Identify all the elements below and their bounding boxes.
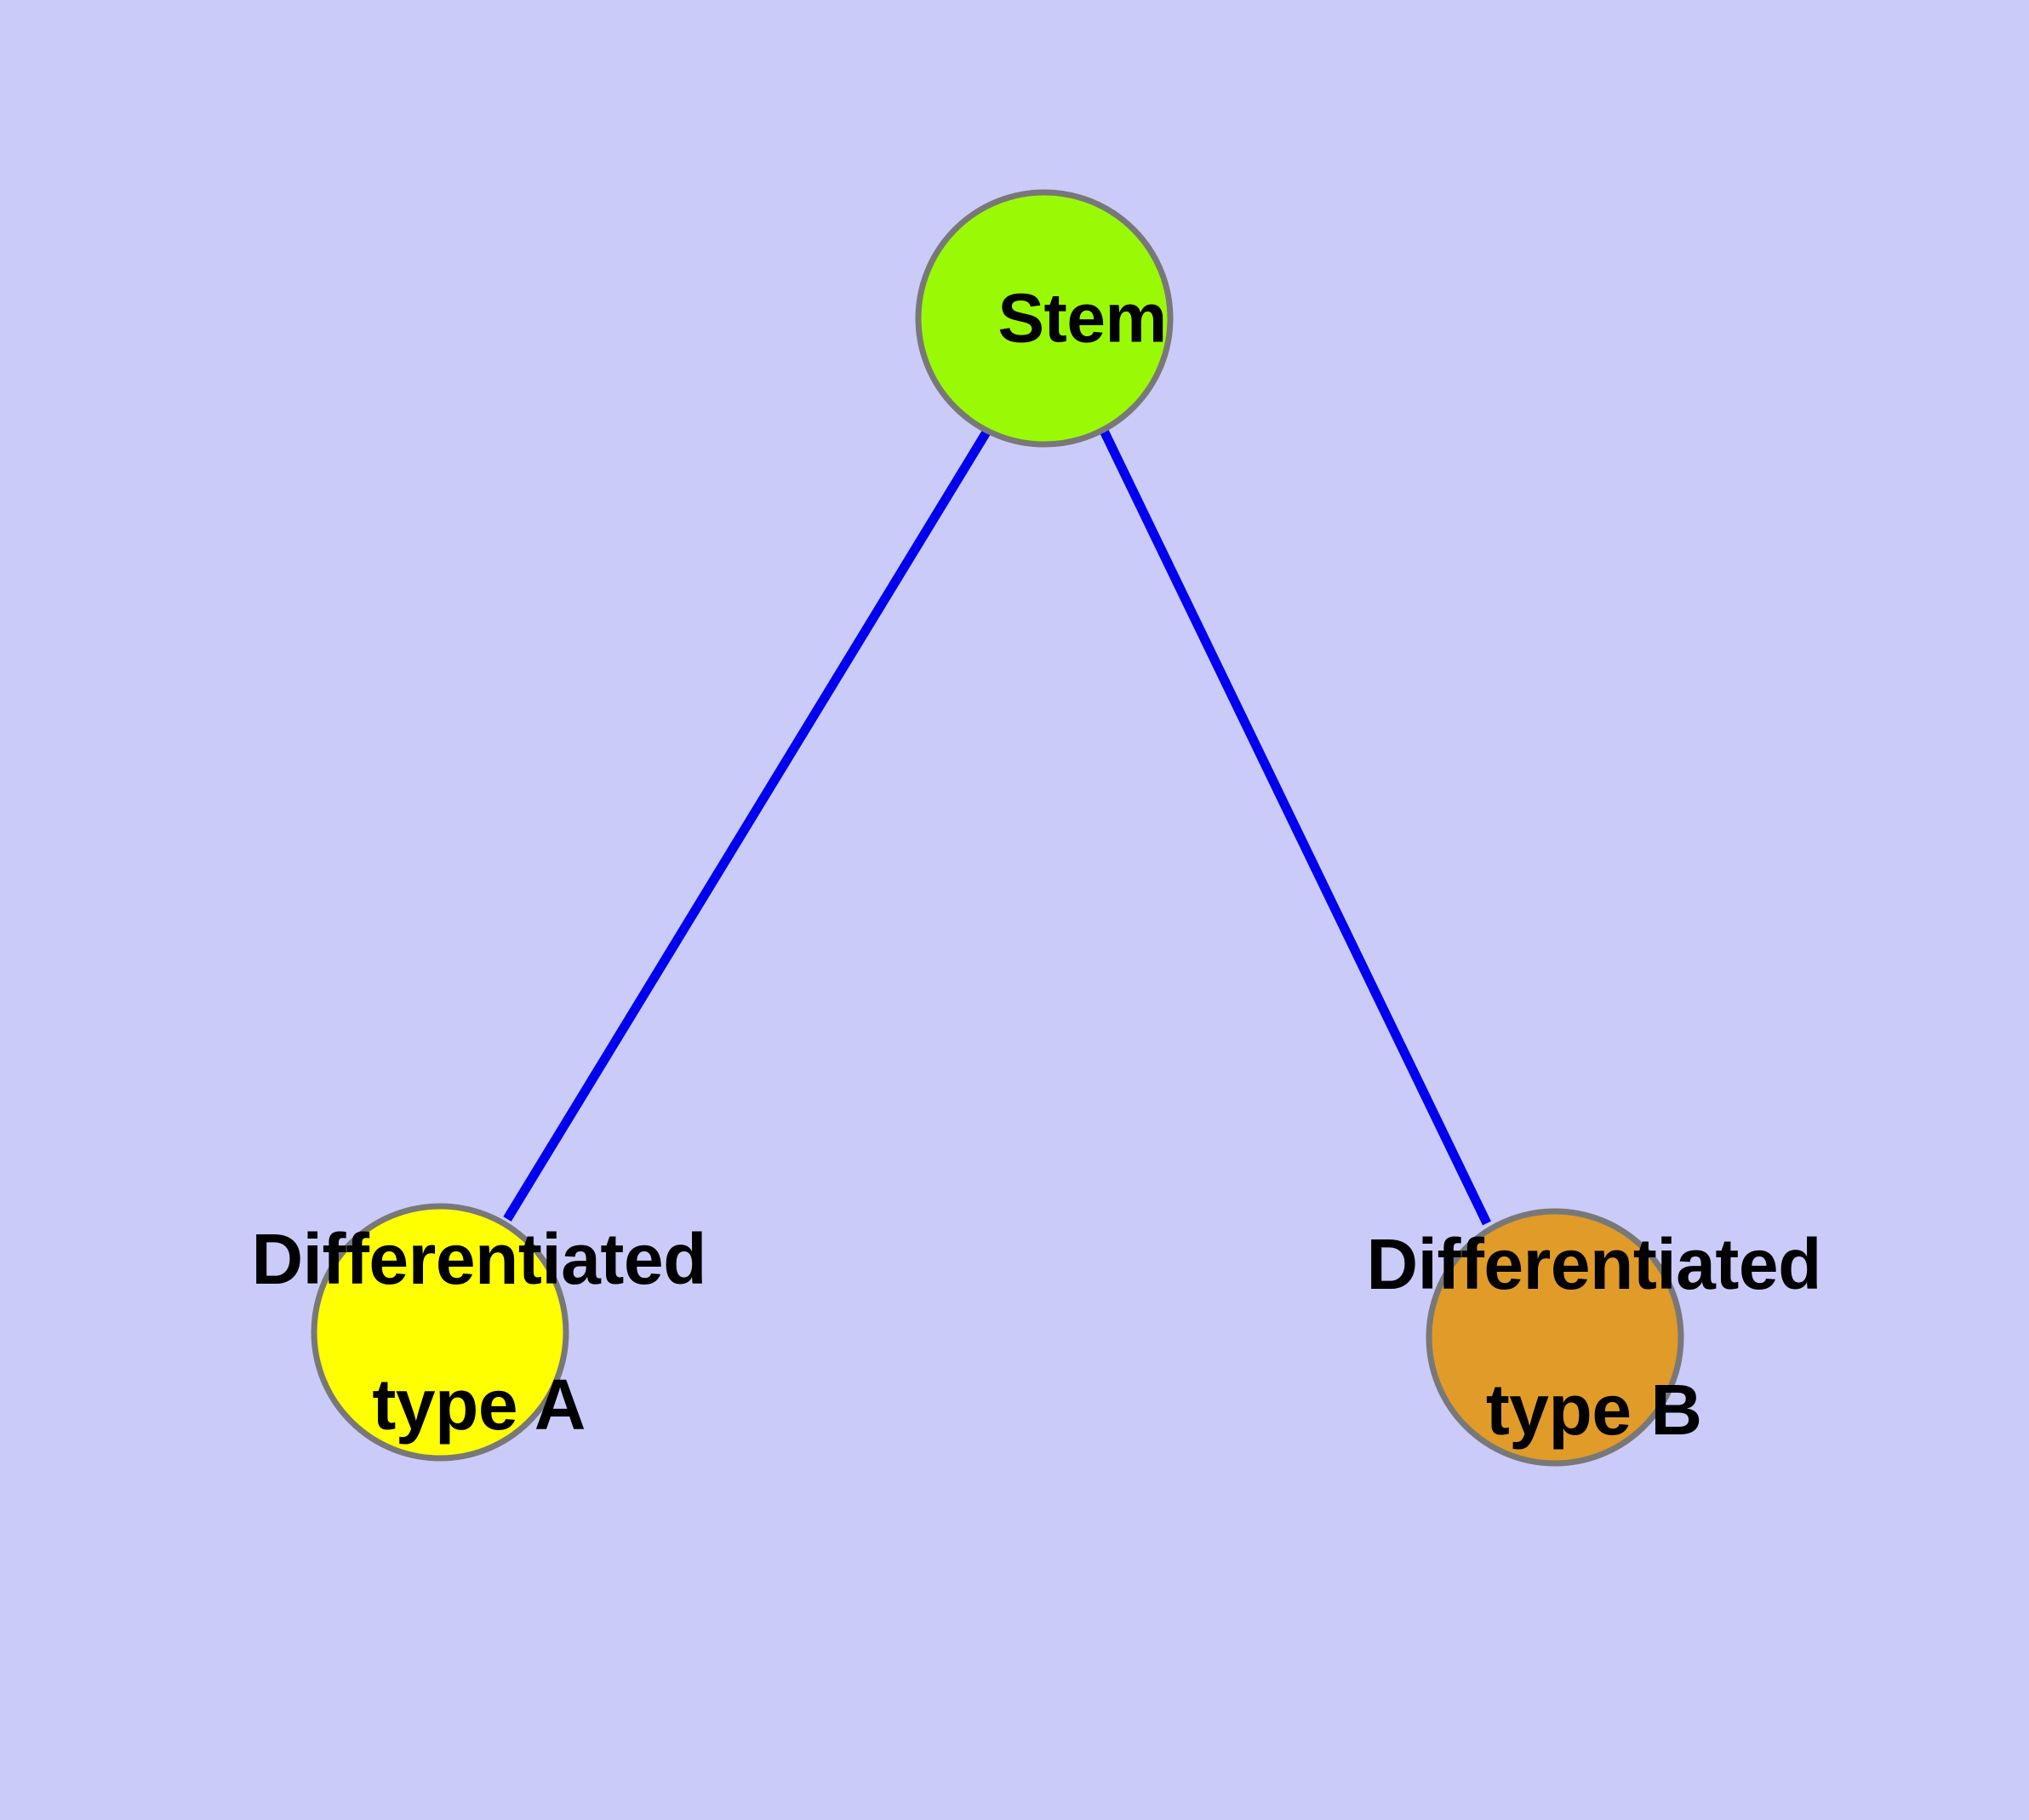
edge-stem-to-differentiated-type-b[interactable] <box>1100 428 1491 1226</box>
edge-layer <box>503 428 1491 1226</box>
node-circle-differentiated-type-b[interactable] <box>1426 1208 1684 1467</box>
node-layer <box>311 189 1684 1467</box>
node-circle-differentiated-type-a[interactable] <box>311 1203 569 1462</box>
edge-stem-to-differentiated-type-a[interactable] <box>503 428 992 1222</box>
node-circle-stem[interactable] <box>915 189 1174 448</box>
